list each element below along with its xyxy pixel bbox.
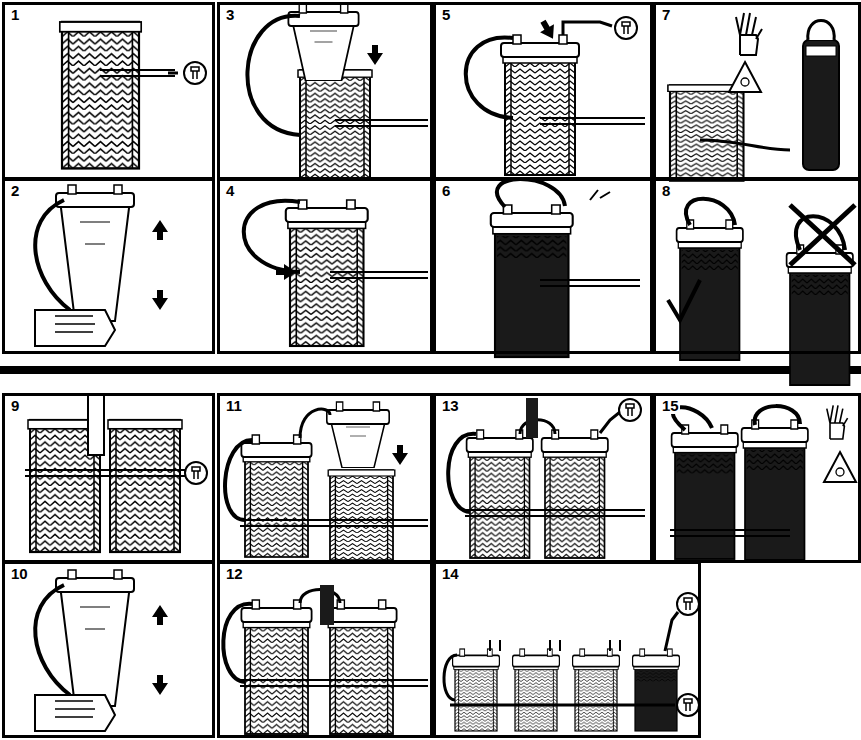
step-panel: 10 [2, 561, 215, 738]
step-panel: 4 [217, 178, 433, 354]
step-number: 7 [661, 7, 671, 23]
step-panel: 7 [653, 2, 861, 180]
step-number: 4 [225, 183, 235, 199]
step-panel: 12 [217, 561, 433, 738]
step-number: 9 [10, 398, 20, 414]
step-number: 1 [10, 7, 20, 23]
step-number: 3 [225, 7, 235, 23]
step-number: 12 [225, 566, 244, 582]
step-number: 5 [441, 7, 451, 23]
step-number: 15 [661, 398, 680, 414]
step-panel: 1 [2, 2, 215, 180]
step-panel: 9 [2, 393, 215, 563]
step-number: 8 [661, 183, 671, 199]
step-panel: 6 [433, 178, 653, 354]
step-panel: 15 [653, 393, 861, 563]
step-panel: 14 [433, 561, 701, 738]
step-panel: 8 [653, 178, 861, 354]
step-panel: 5 [433, 2, 653, 180]
step-number: 10 [10, 566, 29, 582]
step-panel: 11 [217, 393, 433, 563]
step-panel: 2 [2, 178, 215, 354]
step-number: 14 [441, 566, 460, 582]
step-number: 6 [441, 183, 451, 199]
step-number: 13 [441, 398, 460, 414]
step-panel: 13 [433, 393, 653, 563]
step-number: 11 [225, 398, 243, 414]
step-number: 2 [10, 183, 20, 199]
step-panel: 3 [217, 2, 433, 180]
